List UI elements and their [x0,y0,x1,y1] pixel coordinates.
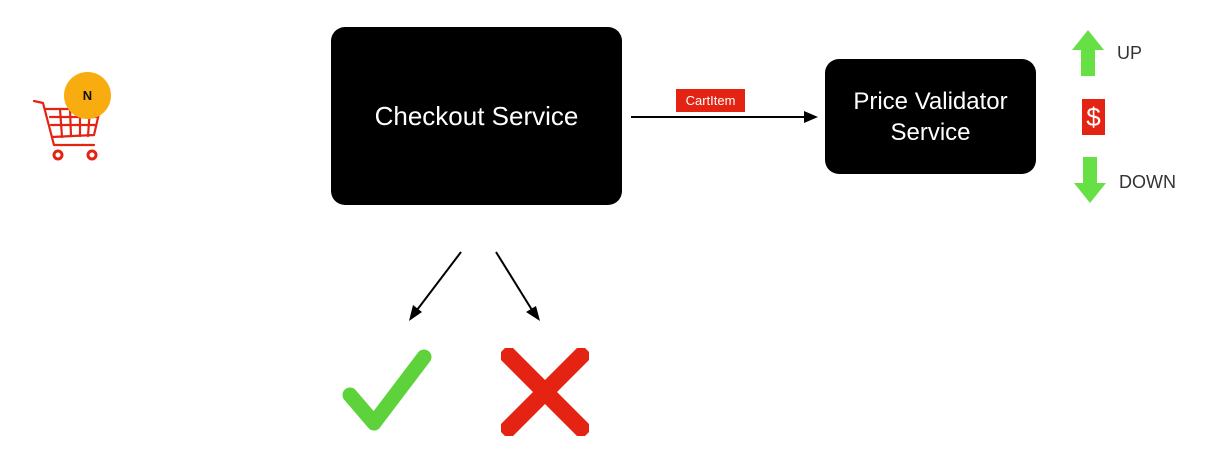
cart-item-message-label: CartItem [676,89,745,112]
arrow-down-icon [1074,157,1106,203]
checkout-service-box: Checkout Service [331,27,622,205]
checkmark-icon [342,349,432,431]
arrow-up-icon [1072,30,1104,76]
cart-item-flow-arrow [631,111,818,123]
legend-down-label: DOWN [1119,172,1176,192]
price-badge: $ [1082,99,1105,135]
price-validator-label-line1: Price Validator [853,87,1008,115]
user-badge: N [64,72,111,119]
checkout-service-label: Checkout Service [374,100,579,131]
legend-up-label: UP [1117,43,1143,63]
price-validator-service-box: Price Validator Service [825,59,1036,174]
success-branch-arrow [409,251,462,321]
failure-branch-arrow [495,251,540,321]
cross-icon [501,348,589,436]
price-validator-label-line2: Service [890,118,971,146]
